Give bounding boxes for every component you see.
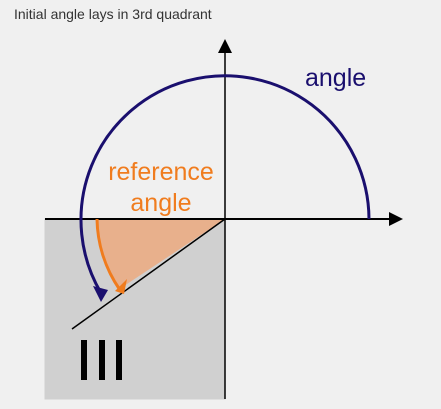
reference-angle-arc	[95, 218, 122, 291]
reference-angle-wedge	[96, 219, 225, 290]
figure-caption: Initial angle lays in 3rd quadrant	[14, 6, 212, 22]
terminal-side-ray	[71, 218, 226, 330]
reference-angle-label-line2: angle	[130, 189, 191, 217]
angle-label: angle	[305, 64, 366, 92]
reference-arrow-head	[115, 279, 127, 294]
reference-angle-label-line1: reference	[108, 158, 214, 186]
angle-arc	[79, 74, 371, 294]
quadrant-numeral-iii	[81, 340, 122, 380]
angle-arrow-head	[93, 286, 108, 302]
